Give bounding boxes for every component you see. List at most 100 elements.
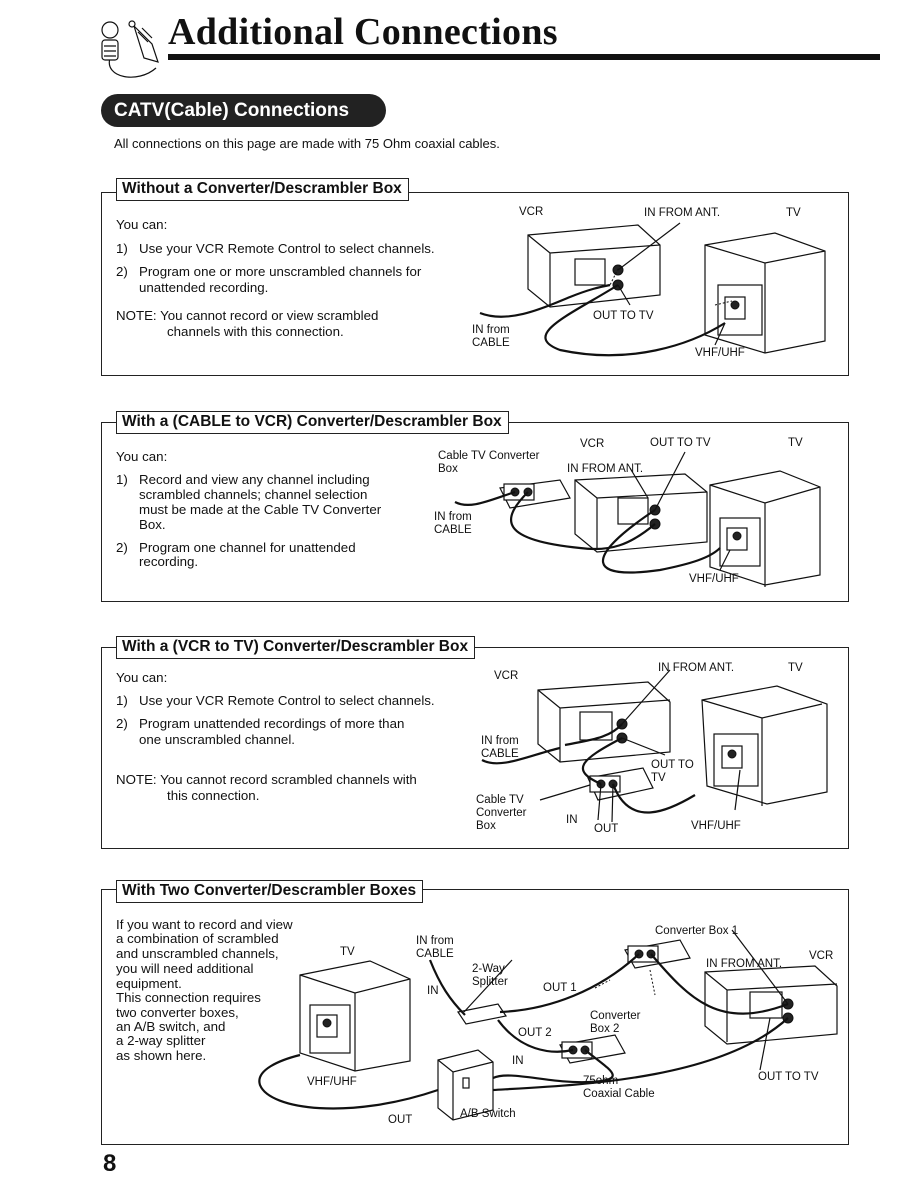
list-item: must be made at the Cable TV Converter [139, 502, 382, 517]
paragraph-line: you will need additional [116, 961, 254, 976]
note-text: NOTE: You cannot record or view scramble… [116, 308, 379, 323]
paragraph-line: and unscrambled channels, [116, 946, 279, 961]
section-cable-to-vcr [101, 422, 849, 602]
page-number: 8 [103, 1150, 117, 1177]
list-item: Program one channel for unattended [139, 540, 356, 555]
paragraph-line: as shown here. [116, 1048, 207, 1063]
plug-cable-icon [101, 20, 159, 78]
list-item: unattended recording. [139, 280, 269, 295]
list-item: one unscrambled channel. [139, 732, 295, 747]
paragraph-line: a 2-way splitter [116, 1033, 206, 1048]
diagram-label: Cable TV [476, 794, 524, 806]
paragraph-line: equipment. [116, 976, 182, 991]
diagram-label: IN from [416, 935, 454, 947]
section-top-rule [101, 192, 849, 193]
diagram-label: A/B Switch [460, 1108, 516, 1120]
diagram-label: OUT TO TV [593, 310, 654, 322]
paragraph-line: an A/B switch, and [116, 1019, 226, 1034]
diagram-label: IN from [472, 324, 510, 336]
item-number: 2) [116, 540, 128, 555]
diagram-label: TV [788, 662, 803, 674]
diagram-label: TV [651, 772, 666, 784]
diagram-label: VHF/UHF [307, 1076, 357, 1088]
list-item: Use your VCR Remote Control to select ch… [139, 693, 435, 708]
diagram-label: OUT 1 [543, 982, 577, 994]
paragraph-line: a combination of scrambled [116, 931, 279, 946]
section-two-converters [101, 889, 849, 1145]
list-item: Record and view any channel including [139, 472, 370, 487]
section-without-converter [101, 192, 849, 376]
section-heading: With Two Converter/Descrambler Boxes [116, 880, 424, 903]
diagram-label: IN [566, 814, 578, 826]
list-item: Program one or more unscrambled channels… [139, 264, 422, 279]
note-text: this connection. [167, 788, 260, 803]
section-badge: CATV(Cable) Connections [101, 94, 386, 127]
you-can-label: You can: [116, 217, 168, 232]
diagram-label: TV [786, 207, 801, 219]
diagram-label: CABLE [416, 948, 454, 960]
paragraph-line: This connection requires [116, 990, 261, 1005]
diagram-label: VHF/UHF [695, 347, 745, 359]
diagram-label: IN FROM ANT. [567, 463, 644, 475]
diagram-label: OUT [594, 823, 619, 835]
diagram-label: IN from [434, 511, 472, 523]
diagram-label: OUT [388, 1114, 413, 1126]
diagram-label: CABLE [481, 748, 519, 760]
diagram-label: Splitter [472, 976, 508, 988]
diagram-label: VCR [809, 950, 834, 962]
diagram-label: IN from [481, 735, 519, 747]
diagram-label: Cable TV Converter [438, 450, 540, 462]
diagram-label: 2-Way [472, 963, 505, 975]
diagram-two-converters [258, 929, 838, 1121]
diagram-label: Box 2 [590, 1023, 620, 1035]
diagram-label: IN [512, 1055, 524, 1067]
list-item: Program unattended recordings of more th… [139, 716, 405, 731]
diagram-label: OUT 2 [518, 1027, 552, 1039]
section-heading: Without a Converter/Descrambler Box [116, 178, 409, 201]
diagram-label: Converter [590, 1010, 641, 1022]
paragraph-line: two converter boxes, [116, 1005, 239, 1020]
diagram-label: VCR [494, 670, 519, 682]
diagram-label: Converter [476, 807, 527, 819]
item-number: 1) [116, 693, 128, 708]
diagram-label: OUT TO TV [758, 1071, 819, 1083]
diagram-label: TV [788, 437, 803, 449]
diagram-label: CABLE [434, 524, 472, 536]
list-item: scrambled channels; channel selection [139, 487, 368, 502]
diagram-label: TV [340, 946, 355, 958]
list-item: Box. [139, 517, 166, 532]
section-heading: With a (CABLE to VCR) Converter/Descramb… [116, 411, 509, 434]
section-vcr-to-tv [101, 647, 849, 849]
intro-text: All connections on this page are made wi… [114, 136, 500, 151]
list-item: Use your VCR Remote Control to select ch… [139, 241, 435, 256]
diagram-label: VCR [580, 438, 605, 450]
diagram-label: CABLE [472, 337, 510, 349]
note-text: channels with this connection. [167, 324, 344, 339]
diagram-without-converter [479, 222, 826, 357]
diagram-label: IN [427, 985, 439, 997]
paragraph-line: If you want to record and view [116, 917, 293, 932]
section-top-rule [101, 889, 849, 890]
diagram-label: VCR [519, 206, 544, 218]
item-number: 1) [116, 241, 128, 256]
diagram-label: Coaxial Cable [583, 1088, 655, 1100]
diagram-label: Box [476, 820, 496, 832]
diagram-cable-to-vcr [454, 451, 821, 587]
item-number: 2) [116, 716, 128, 731]
item-number: 1) [116, 472, 128, 487]
you-can-label: You can: [116, 449, 168, 464]
diagram-label: OUT TO TV [650, 437, 711, 449]
page-title: Additional Connections [168, 11, 558, 53]
note-text: NOTE: You cannot record scrambled channe… [116, 772, 417, 787]
list-item: recording. [139, 554, 199, 569]
diagram-label: 75ohm [583, 1075, 619, 1087]
diagram-label: IN FROM ANT. [706, 958, 783, 970]
item-number: 2) [116, 264, 128, 279]
diagram-label: Box [438, 463, 458, 475]
diagram-label: IN FROM ANT. [658, 662, 735, 674]
title-rule [168, 54, 880, 60]
diagram-vcr-to-tv [481, 669, 828, 823]
diagram-label: OUT TO [651, 759, 694, 771]
you-can-label: You can: [116, 670, 168, 685]
diagram-label: VHF/UHF [691, 820, 741, 832]
